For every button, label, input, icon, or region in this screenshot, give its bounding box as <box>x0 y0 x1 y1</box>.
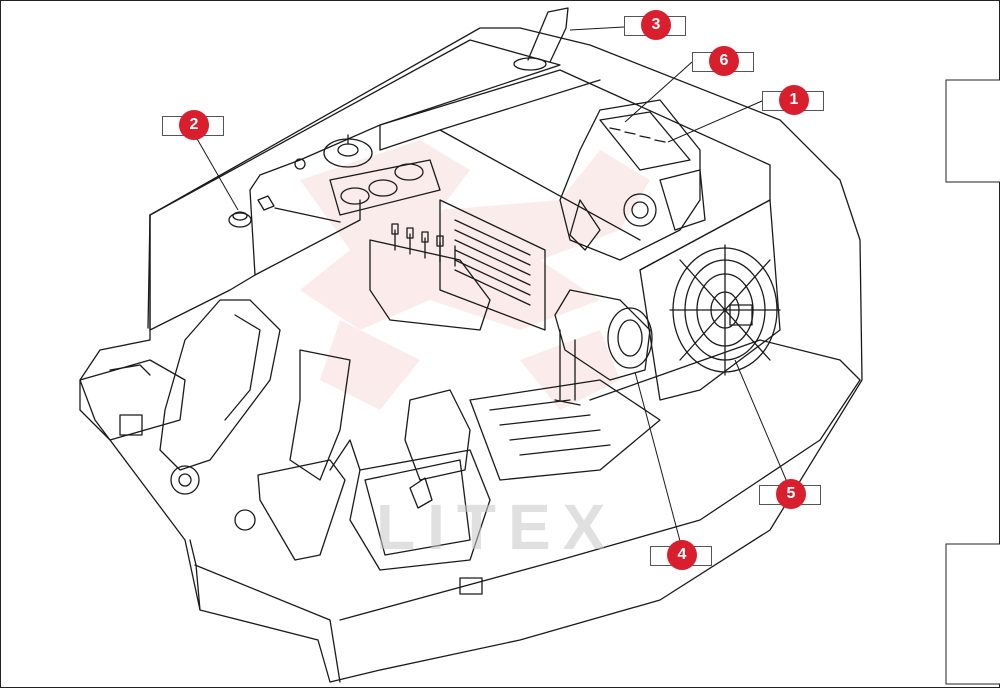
leader-lines <box>195 26 788 542</box>
housing-lower-lip <box>194 564 341 683</box>
radiator-housing <box>639 199 781 401</box>
side-tab-bottom <box>945 543 1000 685</box>
callout-5[interactable]: 5 <box>759 479 821 509</box>
callout-1[interactable]: 1 <box>762 85 824 115</box>
floor-plates <box>469 379 661 481</box>
housing-outline <box>79 27 863 683</box>
logo-watermark <box>300 140 650 410</box>
side-tab-top <box>945 79 1000 183</box>
boom-arm <box>159 299 281 471</box>
callout-5-number: 5 <box>776 479 806 509</box>
callout-3-number: 3 <box>641 10 671 40</box>
callout-4[interactable]: 4 <box>650 540 712 570</box>
left-step <box>79 359 186 441</box>
callout-6-number: 6 <box>709 46 739 76</box>
callout-4-number: 4 <box>667 540 697 570</box>
control-valve-block <box>369 239 491 331</box>
engine-block <box>559 99 701 261</box>
callout-6[interactable]: 6 <box>692 46 754 76</box>
callout-3[interactable]: 3 <box>624 10 686 40</box>
callout-2-number: 2 <box>179 110 209 140</box>
operator-seat <box>404 389 471 481</box>
fuel-filler-cap <box>228 212 252 228</box>
callout-1-number: 1 <box>779 85 809 115</box>
callout-2[interactable]: 2 <box>162 110 224 140</box>
air-filter <box>554 289 651 381</box>
exhaust-pipe <box>527 7 569 63</box>
control-console <box>257 459 346 561</box>
watermark-text: LITEX <box>376 491 618 563</box>
